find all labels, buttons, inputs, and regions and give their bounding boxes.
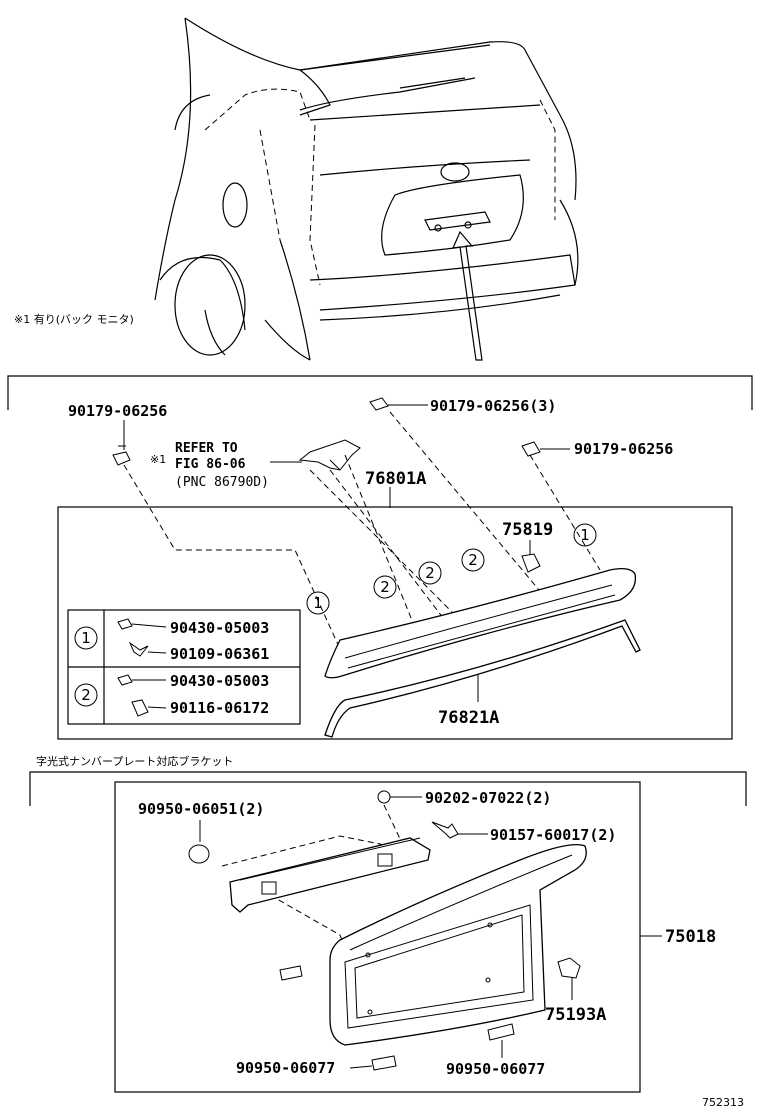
- label-pad-right: 90950-06077: [446, 1060, 545, 1078]
- svg-text:2: 2: [380, 578, 390, 596]
- bracket-box: [114, 781, 641, 1093]
- label-nut: 90202-07022(2): [425, 789, 551, 807]
- label-screw: 90157-60017(2): [490, 826, 616, 844]
- svg-text:2: 2: [81, 686, 91, 704]
- clip-left: [112, 420, 131, 466]
- legend-key-2: 2: [74, 683, 98, 707]
- label-garnish: 76801A: [365, 469, 426, 489]
- screw-icon: [128, 641, 149, 657]
- legend-2-part-a: 90430-05003: [170, 672, 269, 690]
- camera-part: [270, 439, 361, 471]
- clip-right: [521, 441, 570, 457]
- option-note: ※1 有り(バック モニタ): [14, 312, 134, 326]
- label-seal: 76821A: [438, 708, 499, 728]
- svg-text:2: 2: [468, 551, 478, 569]
- clip-icon: [117, 674, 133, 686]
- license-plate-frame: [329, 843, 587, 1046]
- label-pad-top: 90950-06051(2): [138, 800, 264, 818]
- callout-1-b: 1: [573, 523, 597, 547]
- pad-top-part: [188, 844, 210, 864]
- fastener-legend: 1 2 90430-05003 90109-06361 90430-05003 …: [67, 609, 301, 725]
- garnish-box: [57, 506, 733, 740]
- nut-part: [377, 790, 391, 804]
- label-clip-left: 90179-06256: [68, 402, 167, 420]
- lower-section-bracket: [29, 771, 747, 806]
- label-pad-left: 90950-06077: [236, 1059, 335, 1077]
- bolt-icon: [131, 699, 149, 717]
- legend-1-part-b: 90109-06361: [170, 645, 269, 663]
- label-75819: 75819: [502, 520, 553, 540]
- svg-text:1: 1: [580, 526, 590, 544]
- upper-section-bracket: [7, 375, 753, 410]
- svg-text:2: 2: [425, 564, 435, 582]
- part-75819: [521, 553, 541, 573]
- callout-1-a: 1: [306, 591, 330, 615]
- callout-2-b: 2: [418, 561, 442, 585]
- screw-part: [431, 821, 459, 839]
- svg-text:1: 1: [313, 594, 323, 612]
- clip-icon: [117, 618, 133, 630]
- callout-2-c: 2: [461, 548, 485, 572]
- back-door-garnish: [324, 568, 637, 679]
- pad-left-part: [371, 1055, 397, 1071]
- svg-text:1: 1: [81, 629, 91, 647]
- car-rear-illustration: [154, 17, 579, 361]
- label-75193a: 75193A: [545, 1005, 606, 1025]
- part-75193a: [557, 957, 581, 979]
- label-clip-top: 90179-06256(3): [430, 397, 556, 415]
- garnish-seal: [324, 619, 641, 738]
- refer-line1: REFER TO: [175, 441, 238, 456]
- legend-key-1: 1: [74, 626, 98, 650]
- legend-1-part-a: 90430-05003: [170, 619, 269, 637]
- figure-id: 752313: [702, 1096, 744, 1109]
- refer-marker: ※1: [150, 453, 166, 466]
- clip-top: [369, 397, 428, 411]
- pad-right-part: [487, 1023, 515, 1041]
- lower-section-title: 字光式ナンバープレート対応ブラケット: [36, 754, 233, 768]
- legend-2-part-b: 90116-06172: [170, 699, 269, 717]
- label-clip-right: 90179-06256: [574, 440, 673, 458]
- refer-line3: (PNC 86790D): [175, 475, 269, 490]
- label-bracket: 75018: [665, 927, 716, 947]
- refer-line2: FIG 86-06: [175, 457, 246, 472]
- callout-2-a: 2: [373, 575, 397, 599]
- pad-left-small: [279, 965, 303, 981]
